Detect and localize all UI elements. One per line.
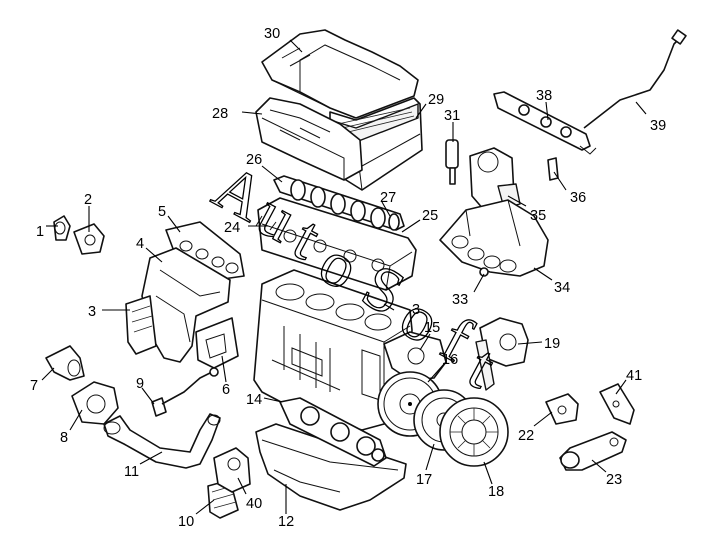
callout-label: 41 xyxy=(626,368,642,384)
engine-mount-41 xyxy=(599,383,635,425)
callout-label: 16 xyxy=(442,352,458,368)
callout-label: 38 xyxy=(536,88,552,104)
front-cover xyxy=(383,331,447,381)
callout-label: 19 xyxy=(544,336,560,352)
callout-label: 25 xyxy=(422,208,438,224)
callout-label: 40 xyxy=(246,496,262,512)
callout-label: 27 xyxy=(380,190,396,206)
cylinder-head xyxy=(255,197,417,291)
bracket-6 xyxy=(195,317,239,369)
fuel-line xyxy=(583,29,687,129)
callout-label: 33 xyxy=(452,292,468,308)
callout-label: 28 xyxy=(212,106,228,122)
callout-label: 4 xyxy=(136,236,144,252)
callout-label: 14 xyxy=(246,392,262,408)
air-filter-cover xyxy=(261,29,419,119)
callout-label: 7 xyxy=(30,378,38,394)
intake-gasket-33 xyxy=(479,267,489,277)
callout-label: 8 xyxy=(60,430,68,446)
water-pump xyxy=(475,317,529,391)
callout-label: 26 xyxy=(246,152,262,168)
camshaft xyxy=(273,175,405,231)
callout-label: 2 xyxy=(84,192,92,208)
intake-manifold xyxy=(439,199,549,277)
plug-1 xyxy=(53,215,71,241)
callout-label: 35 xyxy=(530,208,546,224)
cylinder-head-cover xyxy=(255,97,363,181)
callout-label: 3 xyxy=(412,302,420,318)
callout-label: 10 xyxy=(178,514,194,530)
water-outlet-7 xyxy=(45,345,85,381)
callout-label: 3 xyxy=(88,304,96,320)
callout-label: 12 xyxy=(278,514,294,530)
callout-label: 23 xyxy=(606,472,622,488)
callout-label: 9 xyxy=(136,376,144,392)
engine-mount-22 xyxy=(545,393,579,425)
callout-label: 1 xyxy=(36,224,44,240)
callout-label: 30 xyxy=(264,26,280,42)
callout-label: 24 xyxy=(224,220,240,236)
crankshaft xyxy=(279,397,387,467)
engine-block xyxy=(253,269,413,431)
callout-label: 29 xyxy=(428,92,444,108)
callout-label: 18 xyxy=(488,484,504,500)
thermostat-housing-2 xyxy=(73,223,105,255)
callout-label: 31 xyxy=(444,108,460,124)
callout-labels: 1 2 3 3 4 5 6 7 8 9 10 11 12 14 15 16 17… xyxy=(30,26,666,530)
exhaust-pipe xyxy=(103,413,221,469)
callout-label: 5 xyxy=(158,204,166,220)
callout-label: 11 xyxy=(124,464,139,480)
leader-lines xyxy=(41,39,647,515)
callout-label: 15 xyxy=(424,320,440,336)
callout-label: 6 xyxy=(222,382,230,398)
heat-shield xyxy=(125,295,157,355)
housing-8 xyxy=(71,381,119,425)
sensor-31 xyxy=(445,139,459,185)
exhaust-manifold xyxy=(141,247,231,363)
callout-label: 39 xyxy=(650,118,666,134)
oil-filter-housing xyxy=(213,447,251,493)
pressure-plate xyxy=(439,397,509,467)
fuel-rail xyxy=(493,91,597,155)
callout-label: 22 xyxy=(518,428,534,444)
callout-label: 17 xyxy=(416,472,432,488)
engine-mount-23 xyxy=(559,431,627,471)
callout-label: 36 xyxy=(570,190,586,206)
oxygen-sensor xyxy=(151,367,219,417)
callout-label: 34 xyxy=(554,280,570,296)
